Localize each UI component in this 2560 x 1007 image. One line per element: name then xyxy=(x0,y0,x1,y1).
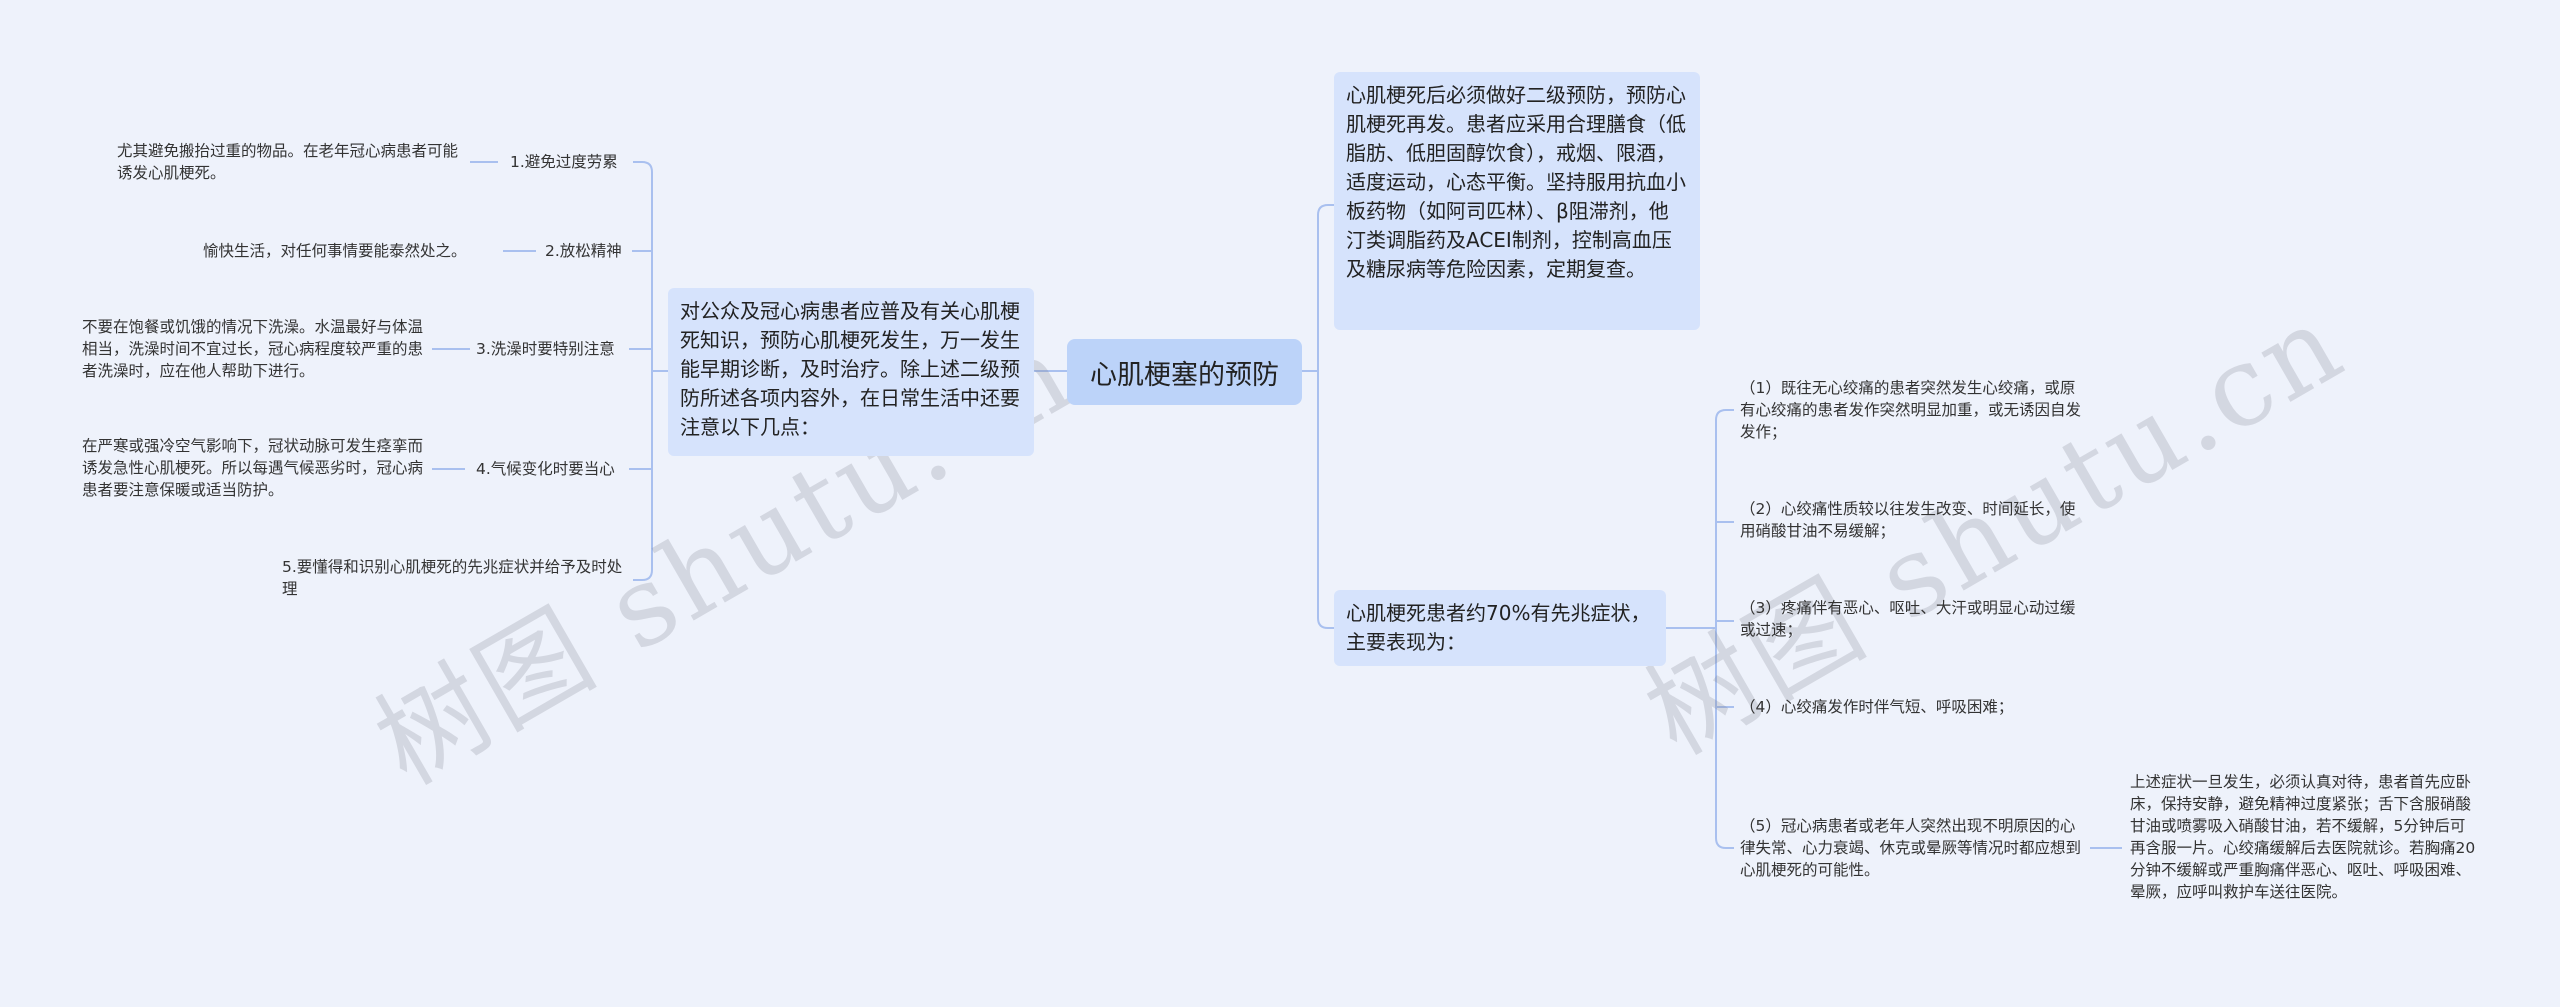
left-item-5-label[interactable]: 5.要懂得和识别心肌梗死的先兆症状并给予及时处理 xyxy=(282,558,623,598)
left-item-4-detail[interactable]: 在严寒或强冷空气影响下，冠状动脉可发生痉挛而诱发急性心肌梗死。所以每遇气候恶劣时… xyxy=(82,437,424,499)
left-branch-topic[interactable]: 对公众及冠心病患者应普及有关心肌梗死知识，预防心肌梗死发生，万一发生能早期诊断，… xyxy=(668,288,1034,456)
left-item-3-label[interactable]: 3.洗澡时要特别注意 xyxy=(476,340,615,358)
left-item-1-detail[interactable]: 尤其避免搬抬过重的物品。在老年冠心病患者可能诱发心肌梗死。 xyxy=(117,142,459,182)
right-item-2[interactable]: （2）心绞痛性质较以往发生改变、时间延长，使用硝酸甘油不易缓解； xyxy=(1740,500,2076,540)
right-item-4[interactable]: （4）心绞痛发作时伴气短、呼吸困难； xyxy=(1740,698,2014,716)
left-item-3-detail[interactable]: 不要在饱餐或饥饿的情况下洗澡。水温最好与体温相当，洗澡时间不宜过长，冠心病程度较… xyxy=(82,318,424,380)
root-topic[interactable]: 心肌梗塞的预防 xyxy=(1067,339,1302,405)
right-branch-bottom-topic[interactable]: 心肌梗死患者约70%有先兆症状，主要表现为： xyxy=(1334,590,1666,666)
right-item-3[interactable]: （3）疼痛伴有恶心、呕吐、大汗或明显心动过缓或过速； xyxy=(1740,599,2076,639)
left-item-2-detail[interactable]: 愉快生活，对任何事情要能泰然处之。 xyxy=(203,242,467,260)
right-branch-top-topic[interactable]: 心肌梗死后必须做好二级预防，预防心肌梗死再发。患者应采用合理膳食（低脂肪、低胆固… xyxy=(1334,72,1700,330)
left-item-1-label[interactable]: 1.避免过度劳累 xyxy=(510,153,618,171)
left-item-4-label[interactable]: 4.气候变化时要当心 xyxy=(476,460,615,478)
left-item-2-label[interactable]: 2.放松精神 xyxy=(545,242,622,260)
right-item-1[interactable]: （1）既往无心绞痛的患者突然发生心绞痛，或原有心绞痛的患者发作突然明显加重，或无… xyxy=(1740,379,2082,441)
right-item-5-detail[interactable]: 上述症状一旦发生，必须认真对待，患者首先应卧床，保持安静，避免精神过度紧张；舌下… xyxy=(2130,773,2476,901)
right-item-5[interactable]: （5）冠心病患者或老年人突然出现不明原因的心律失常、心力衰竭、休克或晕厥等情况时… xyxy=(1740,817,2082,879)
